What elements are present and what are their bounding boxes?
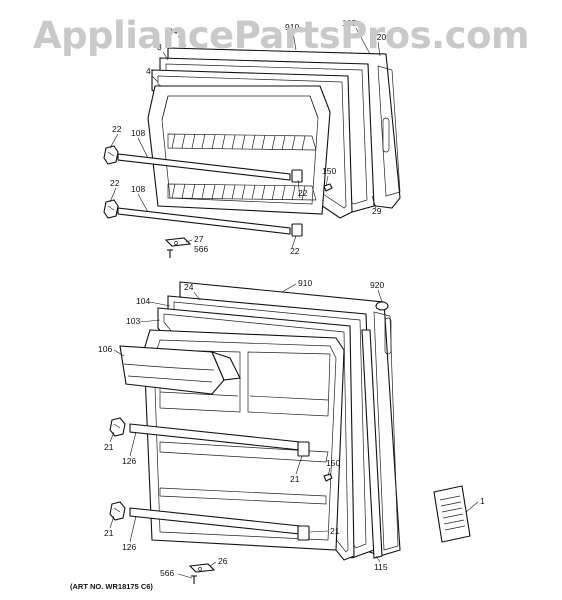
fresh-food-hinge-plate bbox=[188, 563, 216, 573]
freezer-inner-liner bbox=[147, 85, 331, 215]
fresh-food-door-stop-cam bbox=[323, 473, 333, 482]
callout-top-920: 920 bbox=[372, 32, 386, 42]
callout-bottom-21c: 21 bbox=[330, 526, 340, 536]
freezer-door-assembly bbox=[103, 47, 401, 258]
callout-bottom-21d: 21 bbox=[104, 528, 114, 538]
callout-bottom-910: 910 bbox=[298, 278, 312, 288]
callout-bottom-126a: 126 bbox=[122, 456, 136, 466]
fresh-food-hinge-screw bbox=[191, 575, 197, 584]
top-leader-lines bbox=[109, 27, 381, 249]
callout-top-22a: 22 bbox=[112, 124, 122, 134]
callout-bottom-920: 920 bbox=[370, 280, 384, 290]
callout-bottom-566: 566 bbox=[160, 568, 174, 578]
callout-bottom-24: 24 bbox=[184, 282, 194, 292]
callout-top-4: 4 bbox=[146, 66, 151, 76]
callout-top-22d: 22 bbox=[290, 246, 300, 256]
freezer-end-cap-left-upper bbox=[103, 145, 119, 165]
freezer-lower-rack bbox=[167, 183, 317, 201]
fresh-food-end-cap-right-lower bbox=[297, 525, 310, 541]
freezer-hinge-screw bbox=[167, 249, 173, 258]
door-cap bbox=[375, 301, 389, 311]
fresh-food-door-assembly bbox=[109, 281, 401, 584]
callout-top-150: 150 bbox=[322, 166, 336, 176]
callout-top-24: 24 bbox=[168, 26, 178, 36]
instruction-card bbox=[433, 485, 471, 543]
callout-bottom-126b: 126 bbox=[122, 542, 136, 552]
fresh-food-end-cap-left-lower bbox=[109, 501, 126, 521]
freezer-end-cap-right-upper bbox=[291, 169, 303, 183]
door-trim-strip bbox=[361, 329, 383, 559]
freezer-upper-rack bbox=[167, 133, 317, 151]
callout-top-108b: 108 bbox=[131, 184, 145, 194]
bottom-leader-lines bbox=[109, 283, 479, 579]
callout-top-22b: 22 bbox=[110, 178, 120, 188]
callout-bottom-21b: 21 bbox=[290, 474, 300, 484]
callout-bottom-103: 103 bbox=[126, 316, 140, 326]
callout-top-125: 125 bbox=[342, 18, 356, 28]
freezer-shelf-bar-upper bbox=[117, 153, 291, 181]
callout-bottom-21a: 21 bbox=[104, 442, 114, 452]
callout-bottom-106: 106 bbox=[98, 344, 112, 354]
freezer-shelf-bar-lower bbox=[117, 207, 291, 235]
bottom-callouts: 24 910 920 104 103 106 21 126 150 21 21 … bbox=[98, 278, 485, 578]
callout-top-29: 29 bbox=[372, 206, 382, 216]
callout-bottom-1: 1 bbox=[480, 496, 485, 506]
callout-bottom-150: 150 bbox=[326, 458, 340, 468]
callout-top-910: 910 bbox=[285, 22, 299, 32]
top-callouts: 24 910 125 920 3 4 22 108 22 108 150 22 … bbox=[110, 18, 386, 256]
callout-top-566: 566 bbox=[194, 244, 208, 254]
freezer-end-cap-left-lower bbox=[103, 199, 119, 219]
dairy-compartment-door bbox=[119, 345, 241, 395]
callout-top-3: 3 bbox=[157, 42, 162, 52]
fresh-food-end-cap-right-upper bbox=[297, 441, 310, 457]
callout-top-27: 27 bbox=[194, 234, 204, 244]
fresh-food-end-cap-left-upper bbox=[109, 417, 126, 437]
callout-bottom-115: 115 bbox=[374, 562, 388, 572]
art-number: (ART NO. WR18175 C6) bbox=[70, 582, 153, 591]
callout-top-108a: 108 bbox=[131, 128, 145, 138]
freezer-end-cap-right-lower bbox=[291, 223, 303, 237]
callout-bottom-104: 104 bbox=[136, 296, 150, 306]
callout-top-22c: 22 bbox=[298, 188, 308, 198]
callout-bottom-26: 26 bbox=[218, 556, 228, 566]
freezer-hinge-plate bbox=[164, 237, 192, 247]
